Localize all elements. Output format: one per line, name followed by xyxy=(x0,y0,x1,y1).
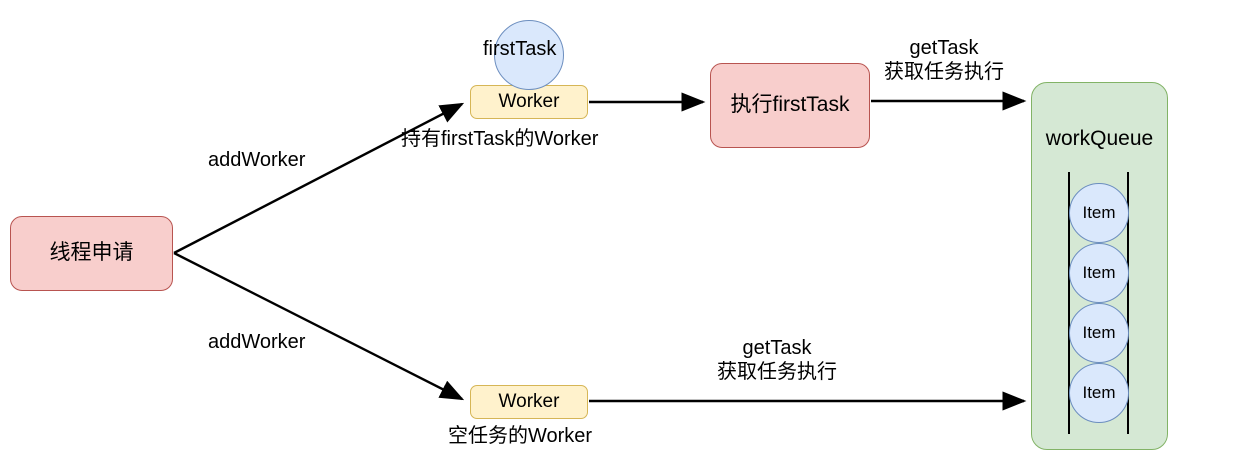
edge-label-addworker-top: addWorker xyxy=(208,149,306,171)
edge-label-gettask-bottom-line1: getTask xyxy=(742,337,812,359)
edge-label-gettask-top-line2: 获取任务执行 xyxy=(884,61,1004,84)
edge-label-addworker-bottom: addWorker xyxy=(208,331,306,353)
edge-label-empty-task-worker: 空任务的Worker xyxy=(448,425,593,447)
node-firsttask-circle[interactable] xyxy=(494,20,564,90)
queue-item[interactable]: Item xyxy=(1069,243,1129,303)
queue-item[interactable]: Item xyxy=(1069,363,1129,423)
edge-label-holds-firsttask: 持有firstTask的Worker xyxy=(401,128,599,150)
edge-label-gettask-bottom: getTask 获取任务执行 xyxy=(717,336,837,385)
queue-item[interactable]: Item xyxy=(1069,183,1129,243)
queue-item-list: Item Item Item Item xyxy=(1069,183,1129,423)
node-exec-firsttask[interactable]: 执行firstTask xyxy=(710,63,870,148)
node-worker-top[interactable]: Worker xyxy=(470,85,588,119)
queue-rail-right xyxy=(1127,172,1129,434)
queue-rails xyxy=(1068,172,1130,434)
edge-label-gettask-bottom-line2: 获取任务执行 xyxy=(717,361,837,384)
node-worker-bottom[interactable]: Worker xyxy=(470,385,588,419)
node-workqueue-label: workQueue xyxy=(1045,127,1154,150)
edge-label-gettask-top: getTask 获取任务执行 xyxy=(884,36,1004,85)
edge-addworker-bottom xyxy=(173,251,465,401)
queue-item[interactable]: Item xyxy=(1069,303,1129,363)
edge-label-gettask-top-line1: getTask xyxy=(909,37,979,59)
node-firsttask-label: firstTask xyxy=(483,38,557,60)
queue-rail-left xyxy=(1068,172,1070,434)
node-thread-request[interactable]: 线程申请 xyxy=(10,216,173,291)
